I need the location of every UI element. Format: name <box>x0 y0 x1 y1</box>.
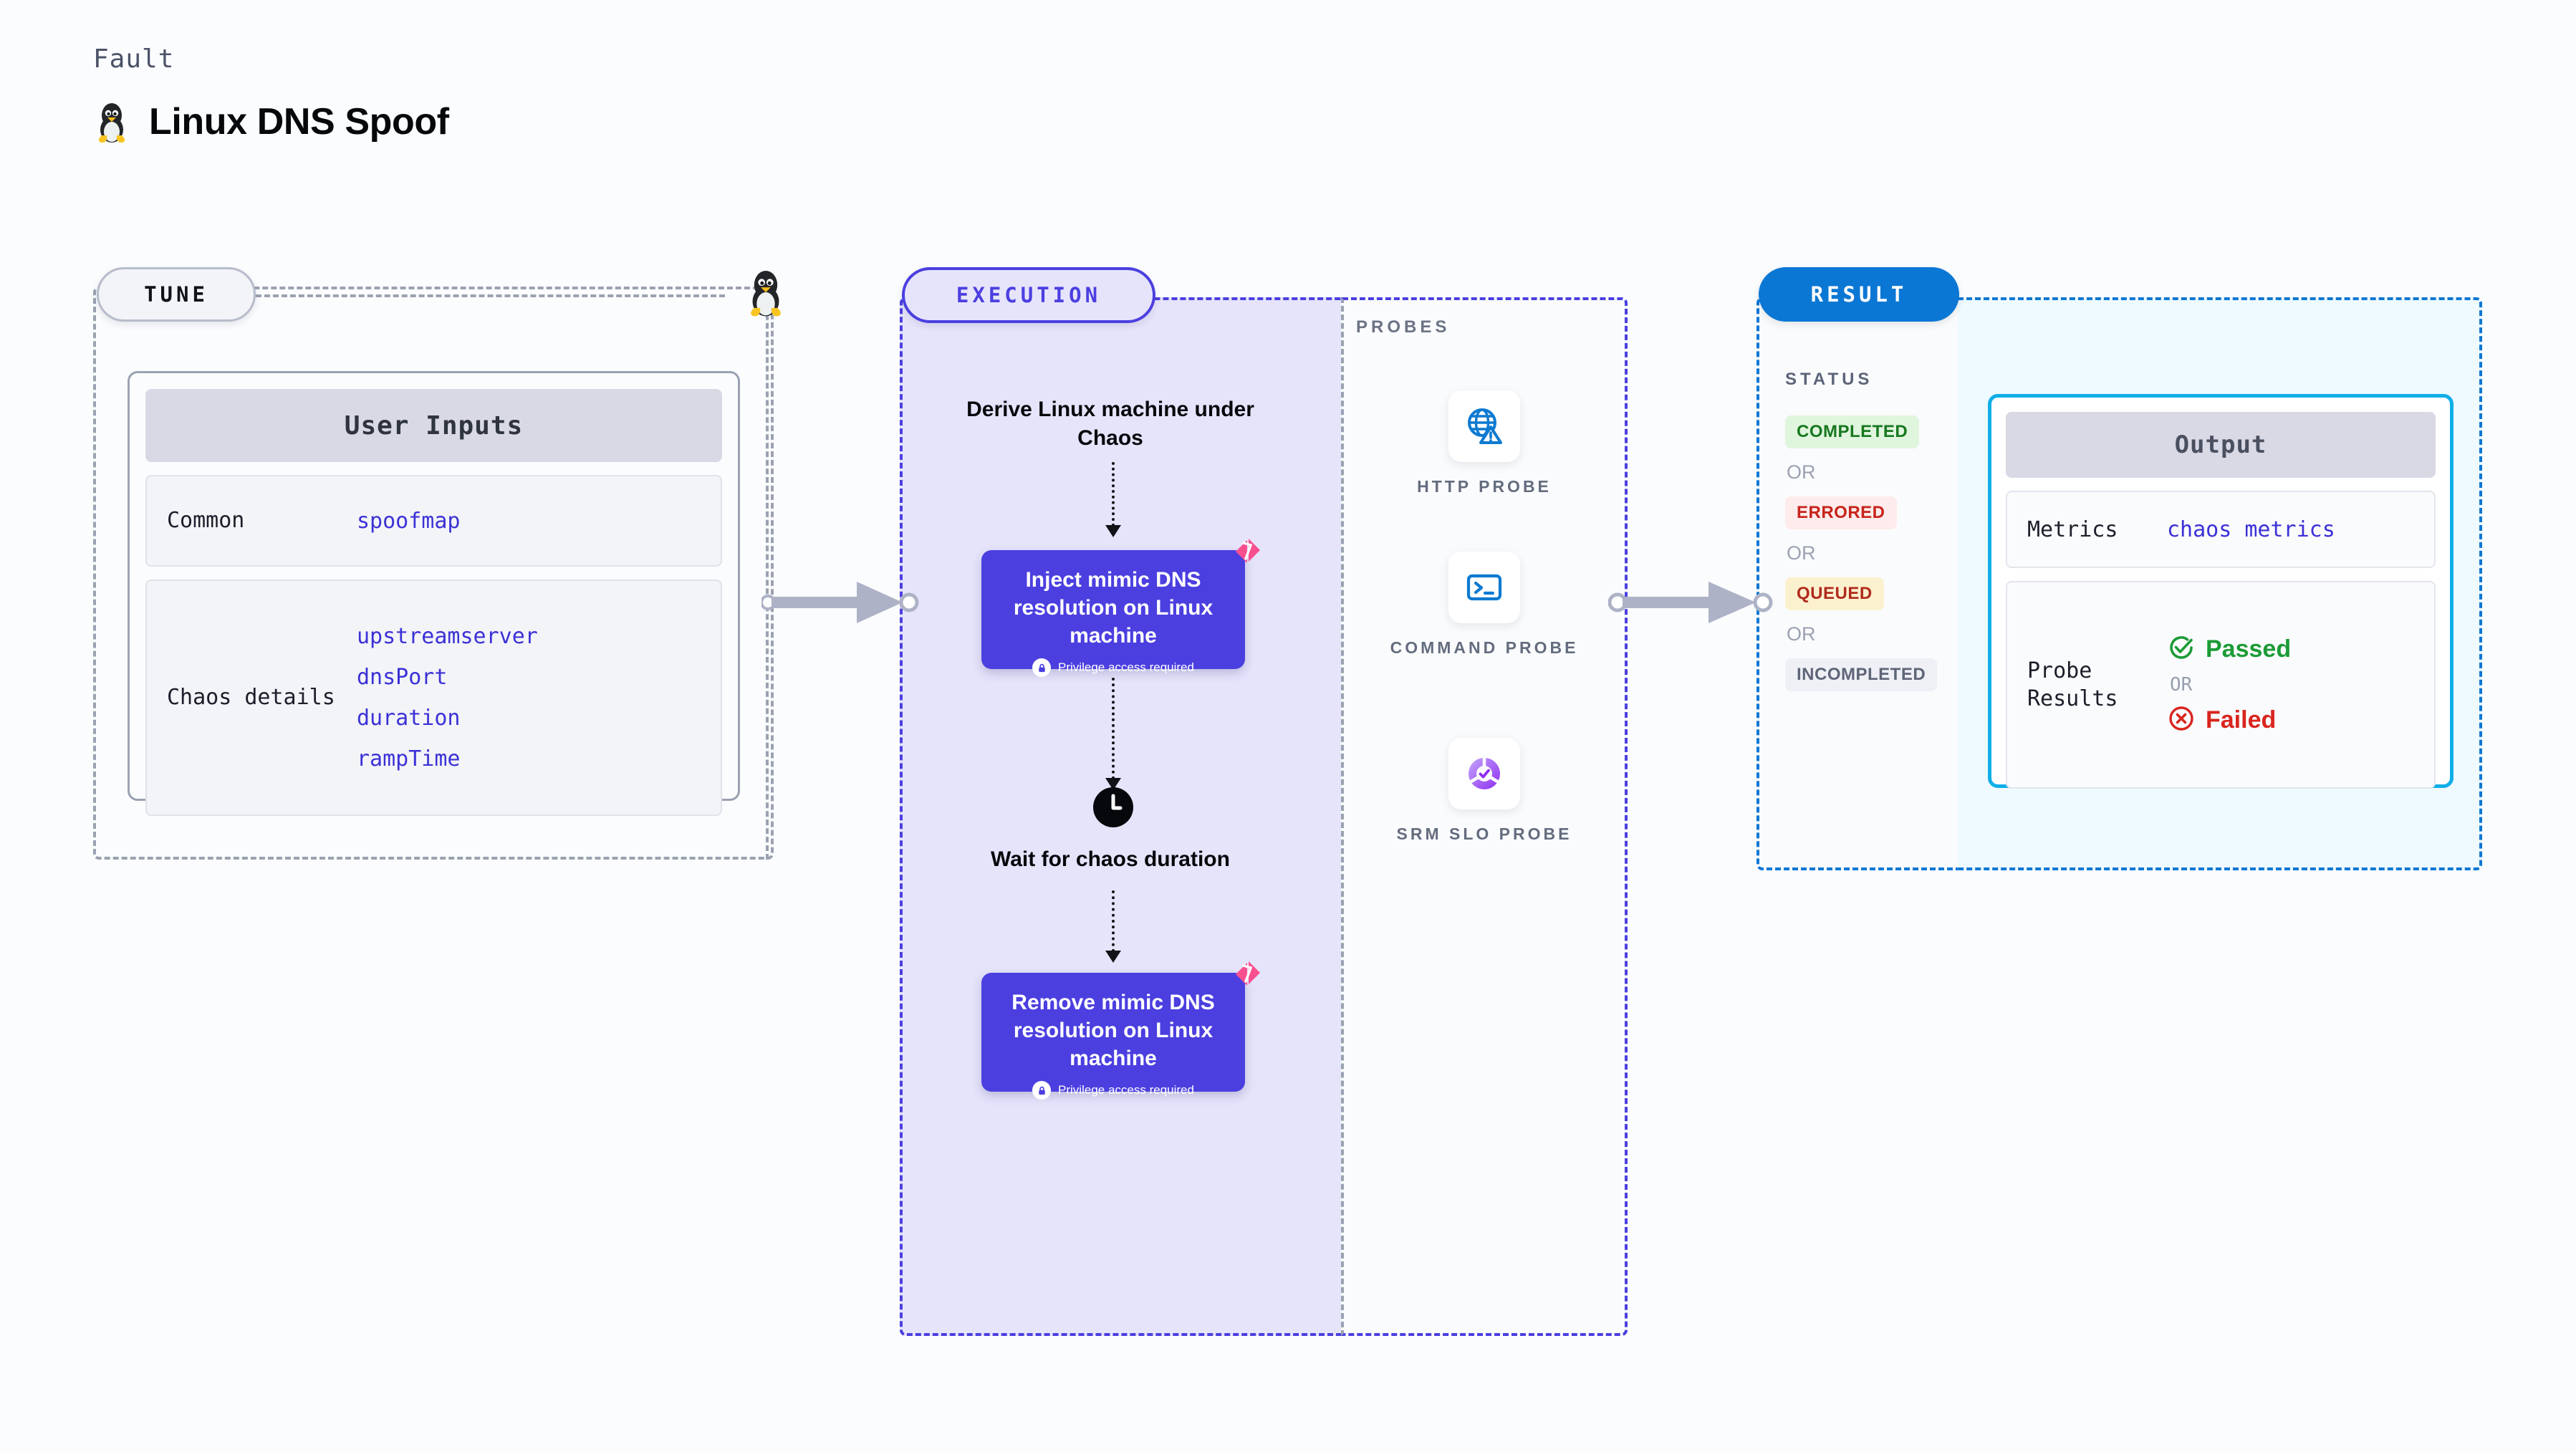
status-badge-queued: QUEUED <box>1785 577 1884 610</box>
exec-block-remove[interactable]: Remove mimic DNS resolution on Linux mac… <box>981 973 1245 1100</box>
exec-step-derive: Derive Linux machine under Chaos <box>966 398 1254 450</box>
exec-connector-line <box>1112 462 1115 527</box>
output-row-probe-results: Probe Results Passed OR <box>2006 581 2436 789</box>
status-section-label: STATUS <box>1785 370 1873 389</box>
fault-kicker: Fault <box>93 44 175 74</box>
status-badge-incompleted: INCOMPLETED <box>1785 658 1938 691</box>
status-badge-errored: ERRORED <box>1785 496 1897 529</box>
privilege-note: Privilege access required <box>994 1081 1232 1100</box>
user-inputs-header: User Inputs <box>145 389 722 462</box>
terminal-icon <box>1448 552 1520 623</box>
tune-panel-right-edge <box>766 297 769 860</box>
litmus-chaos-icon <box>1220 958 1261 1000</box>
stage-pill-tune[interactable]: TUNE <box>97 267 256 322</box>
tune-param-ramptime[interactable]: rampTime <box>357 746 461 771</box>
tune-param-spoofmap[interactable]: spoofmap <box>357 508 461 534</box>
page-title: Linux DNS Spoof <box>149 101 449 143</box>
srm-slo-check-icon <box>1448 738 1520 809</box>
probe-result-passed: Passed <box>2167 633 2291 665</box>
probe-caption: HTTP PROBE <box>1417 477 1552 496</box>
privilege-note-text: Privilege access required <box>1058 660 1194 674</box>
probe-result-failed: Failed <box>2167 704 2291 736</box>
user-inputs-card: User Inputs Common spoofmap Chaos detail… <box>128 371 740 816</box>
output-card: Output Metrics chaos metrics Probe Resul… <box>1988 394 2454 789</box>
status-or-2: OR <box>1787 542 1816 564</box>
status-or-3: OR <box>1787 623 1816 645</box>
probe-item-http[interactable]: HTTP PROBE <box>1377 390 1592 499</box>
probe-caption: SRM SLO PROBE <box>1396 824 1572 843</box>
exec-block-title: Remove mimic DNS resolution on Linux mac… <box>1011 991 1215 1070</box>
tune-row-common: Common spoofmap <box>145 475 722 567</box>
privilege-note: Privilege access required <box>994 658 1232 677</box>
tune-row-key: Common <box>167 508 245 534</box>
linux-penguin-icon <box>93 100 130 144</box>
tune-param-dnsport[interactable]: dnsPort <box>357 665 448 690</box>
exec-block-inject[interactable]: Inject mimic DNS resolution on Linux mac… <box>981 550 1245 677</box>
globe-warning-icon <box>1448 390 1520 462</box>
exec-connector-line <box>1112 890 1115 952</box>
fault-title-row: Linux DNS Spoof <box>93 100 449 144</box>
connector-tune-to-execution <box>761 572 923 633</box>
lock-icon <box>1032 1081 1052 1100</box>
lock-icon <box>1032 658 1052 677</box>
probe-result-or: OR <box>2170 674 2193 696</box>
stage-pill-result[interactable]: RESULT <box>1759 267 1959 322</box>
output-row-key: Metrics <box>2027 516 2118 542</box>
stage-pill-execution[interactable]: EXECUTION <box>902 267 1155 323</box>
tune-row-key: Chaos details <box>167 685 335 711</box>
tune-row-chaos-details: Chaos details upstreamserver dnsPort dur… <box>145 580 722 816</box>
tune-param-duration[interactable]: duration <box>357 706 461 731</box>
probes-section-label: PROBES <box>1356 317 1451 337</box>
tune-row-values: spoofmap <box>357 509 461 534</box>
clock-icon <box>1093 787 1133 827</box>
cross-circle-icon <box>2167 704 2196 736</box>
output-metrics-value[interactable]: chaos metrics <box>2167 516 2335 542</box>
page-header: Fault Linux DNS Spoof <box>93 44 449 144</box>
probe-result-values: Passed OR Failed <box>2167 633 2291 736</box>
litmus-chaos-icon <box>1220 536 1261 577</box>
tune-pill-connector <box>256 294 725 297</box>
exec-step-wait: Wait for chaos duration <box>991 847 1230 871</box>
exec-arrow-head <box>1105 525 1121 537</box>
exec-connector-line <box>1112 678 1115 779</box>
linux-penguin-icon <box>744 266 787 322</box>
status-list: COMPLETED OR ERRORED OR QUEUED OR INCOMP… <box>1785 415 1961 691</box>
check-circle-icon <box>2167 633 2196 665</box>
output-header: Output <box>2006 412 2436 478</box>
probe-item-srm-slo[interactable]: SRM SLO PROBE <box>1377 738 1592 846</box>
tune-param-upstreamserver[interactable]: upstreamserver <box>357 624 538 649</box>
probe-failed-label: Failed <box>2206 706 2277 734</box>
probe-passed-label: Passed <box>2206 635 2292 663</box>
status-or-1: OR <box>1787 461 1816 483</box>
privilege-note-text: Privilege access required <box>1058 1083 1194 1097</box>
status-badge-completed: COMPLETED <box>1785 415 1920 448</box>
connector-execution-to-result <box>1608 572 1784 633</box>
probe-item-command[interactable]: COMMAND PROBE <box>1377 552 1592 660</box>
tune-panel <box>93 287 774 860</box>
output-row-key: Probe Results <box>2027 658 2118 711</box>
tune-row-values: upstreamserver dnsPort duration rampTime <box>357 624 538 771</box>
probe-caption: COMMAND PROBE <box>1390 638 1579 657</box>
output-row-metrics: Metrics chaos metrics <box>2006 491 2436 568</box>
exec-arrow-head <box>1105 778 1121 790</box>
exec-block-title: Inject mimic DNS resolution on Linux mac… <box>1013 568 1213 648</box>
probes-panel <box>1341 297 1628 1336</box>
exec-arrow-head <box>1105 951 1121 963</box>
